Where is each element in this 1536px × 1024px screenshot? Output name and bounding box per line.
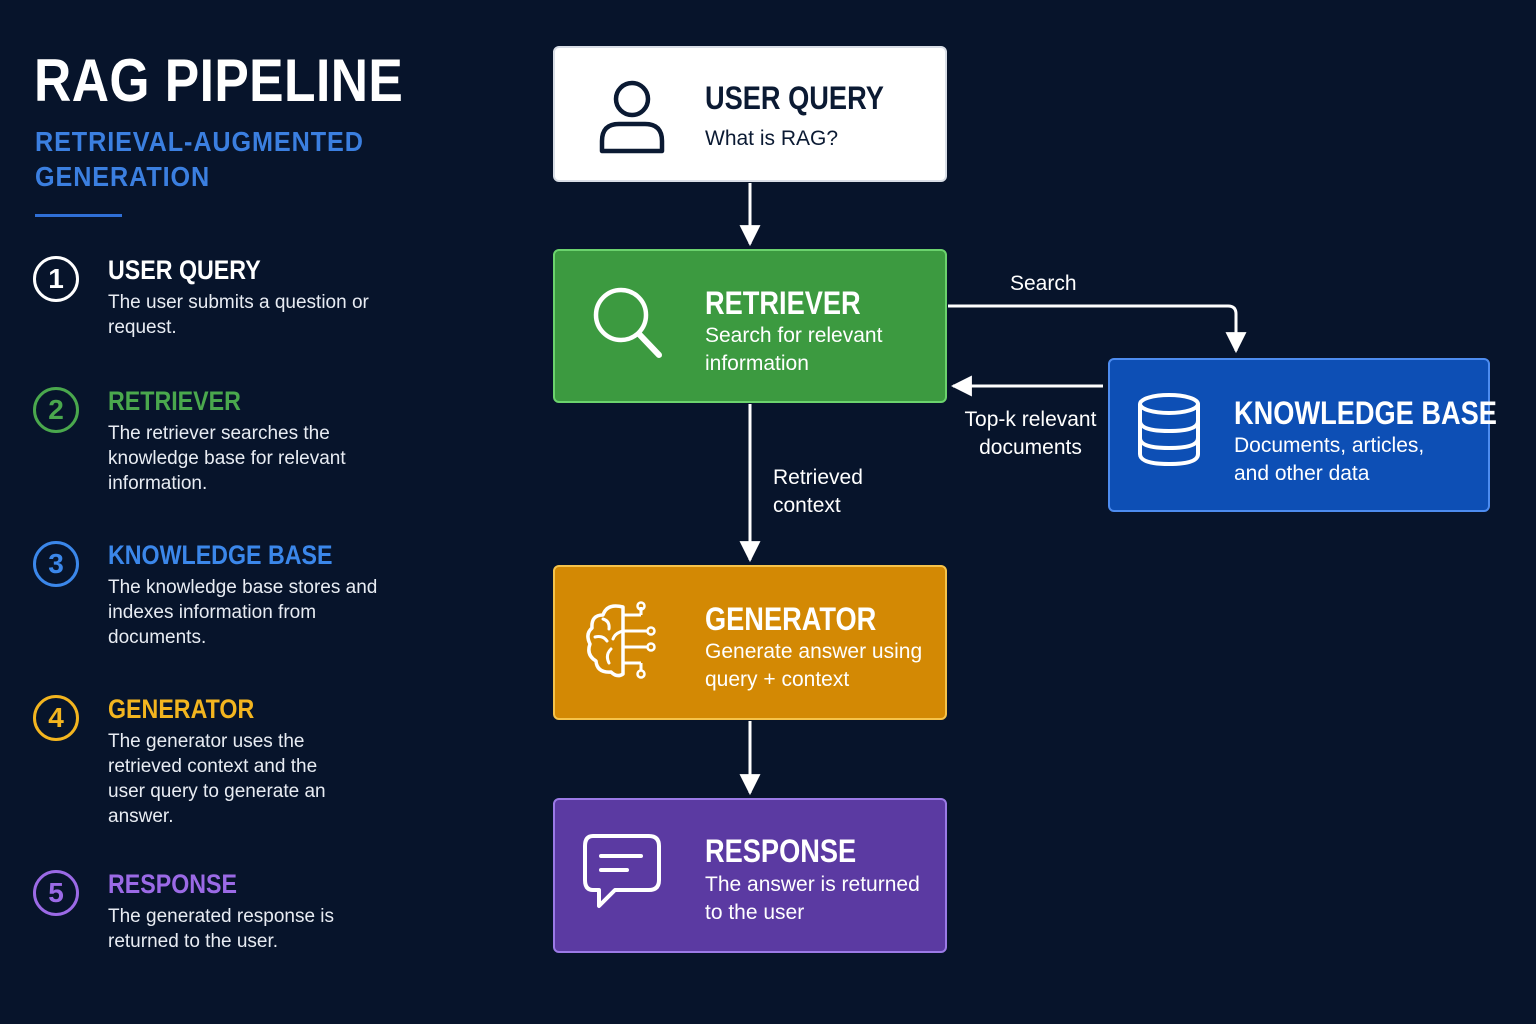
- node-title: RESPONSE: [705, 833, 857, 869]
- node-user-query: USER QUERY What is RAG?: [553, 46, 947, 182]
- step-title: USER QUERY: [108, 255, 261, 285]
- node-response: RESPONSE The answer is returned to the u…: [553, 798, 947, 953]
- step-number-badge: 2: [33, 387, 79, 433]
- step-description: The user submits a question or request.: [108, 292, 369, 338]
- node-description: Generate answer using query + context: [705, 640, 923, 691]
- edge-label-search: Search: [1010, 272, 1077, 295]
- search-icon: [591, 285, 665, 366]
- node-knowledge-base: KNOWLEDGE BASE Documents, articles, and …: [1108, 358, 1497, 512]
- node-description: Documents, articles, and other data: [1234, 434, 1425, 485]
- title-divider: [35, 214, 122, 217]
- node-description: What is RAG?: [705, 127, 839, 150]
- step-description: The generated response is returned to th…: [108, 906, 335, 952]
- node-description: Search for relevant information: [705, 324, 883, 375]
- page-subtitle: RETRIEVAL-AUGMENTED GENERATION: [35, 126, 364, 192]
- step-description: The knowledge base stores and indexes in…: [108, 577, 378, 648]
- brain-circuit-icon: [583, 601, 667, 684]
- step-number-badge: 4: [33, 695, 79, 741]
- step-number-badge: 1: [33, 256, 79, 302]
- edge-label-top-k: Top-k relevant documents: [964, 408, 1097, 459]
- step-description: The generator uses the retrieved context…: [108, 731, 326, 827]
- node-generator: GENERATOR Generate answer using query + …: [553, 565, 947, 720]
- step-number-badge: 5: [33, 870, 79, 916]
- node-title: KNOWLEDGE BASE: [1234, 395, 1497, 431]
- step-title: GENERATOR: [108, 694, 255, 724]
- step-description: The retriever searches the knowledge bas…: [108, 423, 346, 494]
- node-description: The answer is returned to the user: [705, 873, 920, 924]
- node-title: USER QUERY: [705, 80, 884, 116]
- page-title: RAG PIPELINE: [34, 47, 404, 114]
- step-title: RESPONSE: [108, 869, 238, 899]
- chat-bubble-icon: [581, 832, 663, 917]
- database-icon: [1136, 392, 1202, 473]
- step-title: RETRIEVER: [108, 386, 241, 416]
- node-retriever: RETRIEVER Search for relevant informatio…: [553, 249, 947, 403]
- node-title: GENERATOR: [705, 601, 877, 637]
- edge-label-retrieved-context: Retrieved context: [773, 466, 863, 517]
- node-title: RETRIEVER: [705, 285, 861, 321]
- user-icon: [597, 78, 667, 159]
- step-title: KNOWLEDGE BASE: [108, 540, 333, 570]
- step-number-badge: 3: [33, 541, 79, 587]
- arrow-search-to-kb: [948, 304, 1247, 354]
